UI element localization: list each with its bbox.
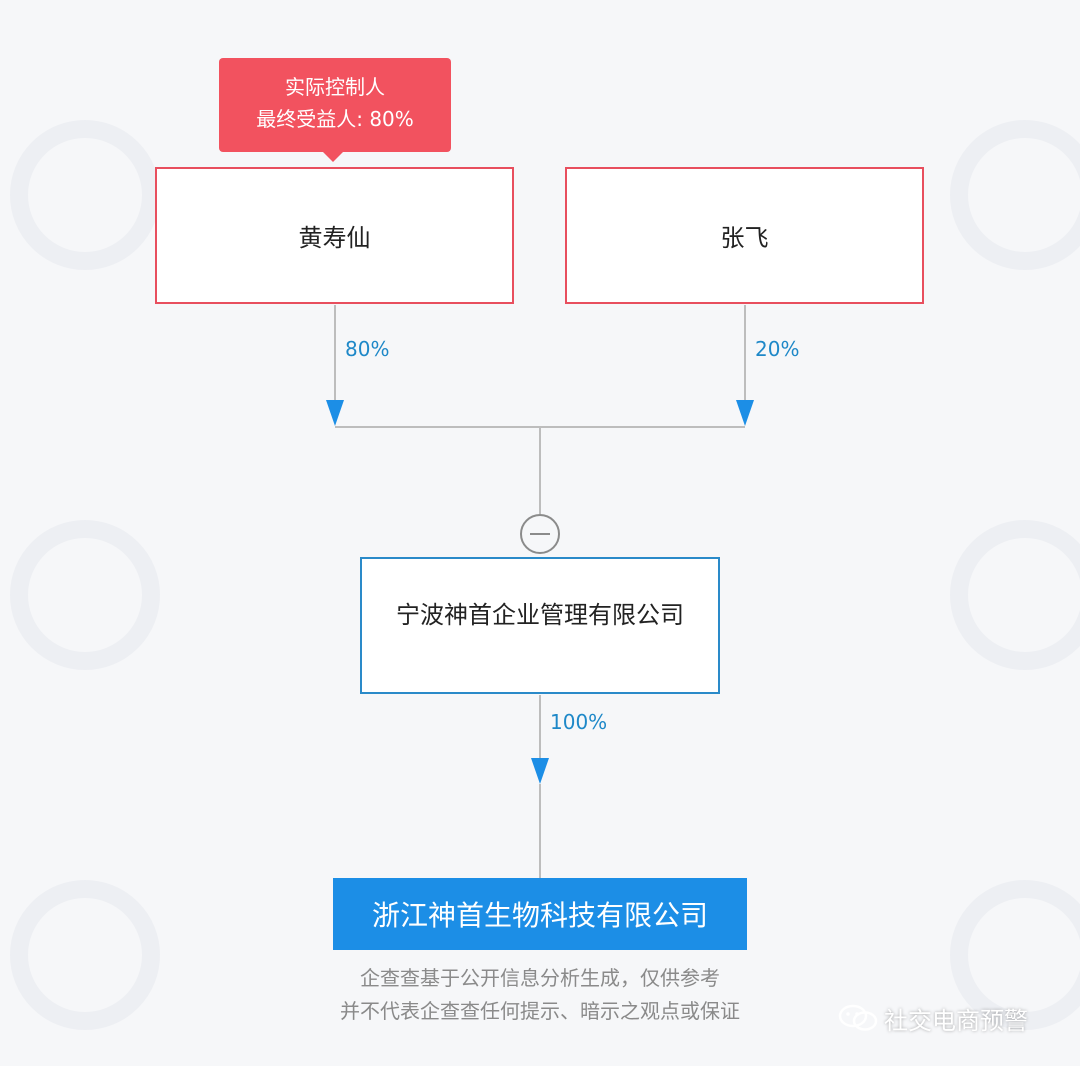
- brand-label: 社交电商预警: [884, 1006, 1028, 1035]
- arrow-down-icon: [531, 758, 549, 784]
- wechat-icon: [838, 1004, 878, 1031]
- shareholder-node-2[interactable]: 张飞: [565, 167, 924, 304]
- holding-company-node[interactable]: 宁波神首企业管理有限公司: [360, 557, 720, 694]
- share-percent-label: 80%: [345, 337, 390, 361]
- brand-watermark: 社交电商预警: [838, 1000, 1028, 1036]
- arrow-down-icon: [326, 400, 344, 426]
- disclaimer-line1: 企查查基于公开信息分析生成，仅供参考: [360, 966, 720, 990]
- shareholder-name: 张飞: [720, 224, 769, 252]
- collapse-toggle-button[interactable]: [520, 514, 560, 554]
- holding-company-name: 宁波神首企业管理有限公司: [396, 601, 684, 629]
- arrow-down-icon: [736, 400, 754, 426]
- target-company-name: 浙江神首生物科技有限公司: [371, 899, 708, 932]
- shareholder-name: 黄寿仙: [298, 224, 371, 252]
- controller-tag: 实际控制人 最终受益人: 80%: [219, 58, 451, 162]
- disclaimer-line2: 并不代表企查查任何提示、暗示之观点或保证: [340, 999, 740, 1023]
- share-percent-label: 100%: [550, 710, 608, 734]
- disclaimer: 企查查基于公开信息分析生成，仅供参考 并不代表企查查任何提示、暗示之观点或保证: [290, 962, 790, 1028]
- controller-tag-line1: 实际控制人: [285, 75, 385, 99]
- controller-tag-line2: 最终受益人: 80%: [256, 107, 414, 131]
- target-company-node[interactable]: 浙江神首生物科技有限公司: [333, 878, 747, 950]
- share-percent-label: 20%: [755, 337, 800, 361]
- shareholder-node-1[interactable]: 黄寿仙: [155, 167, 514, 304]
